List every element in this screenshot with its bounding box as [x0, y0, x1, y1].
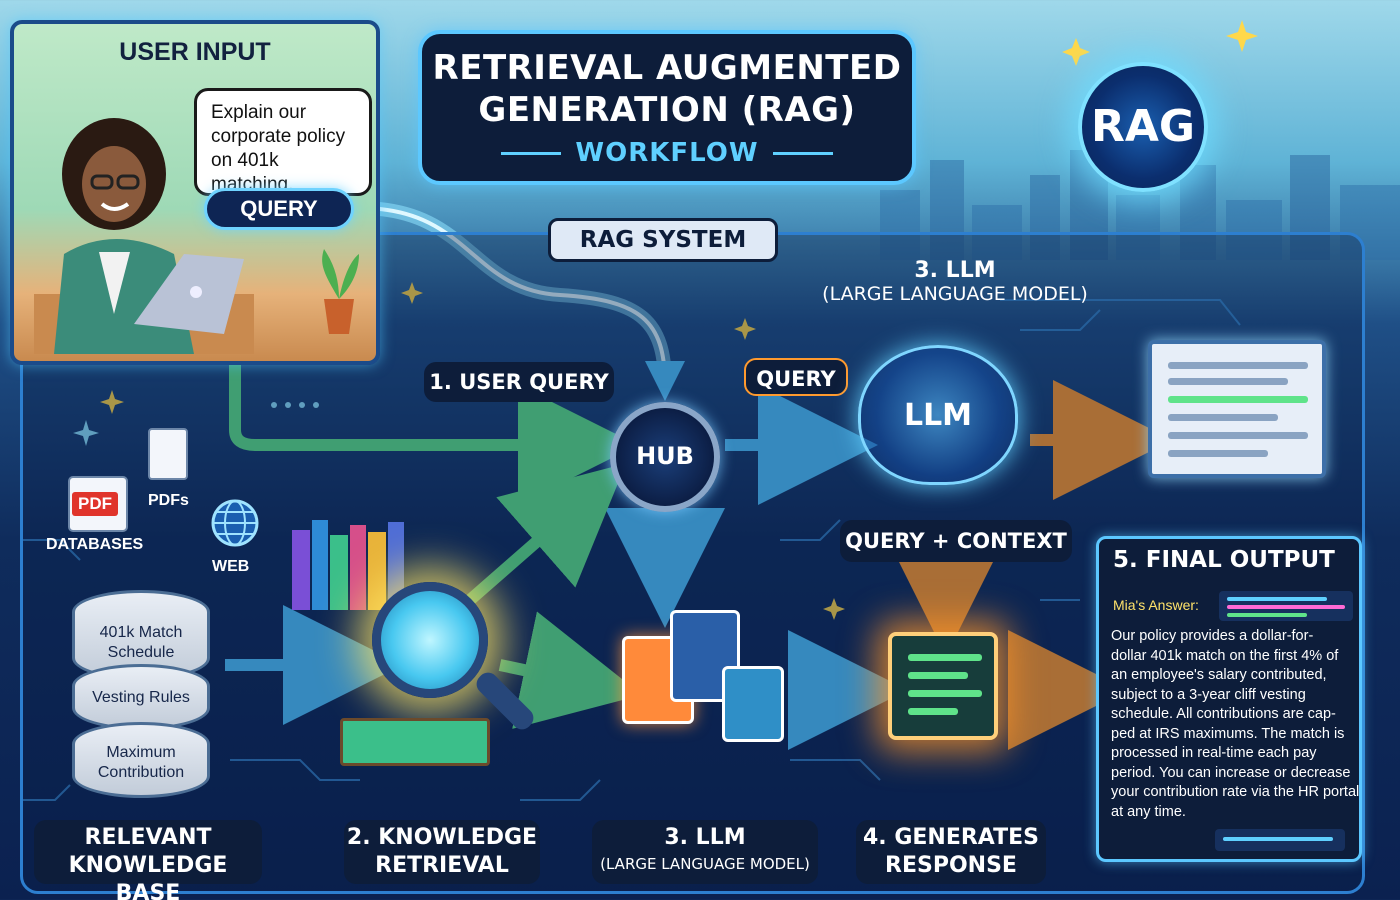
open-book-icon	[340, 718, 490, 766]
query-context-label: QUERY + CONTEXT	[840, 520, 1072, 562]
city-skyline	[880, 150, 1400, 260]
answer-line: processed in real-time each pay	[1111, 745, 1317, 761]
magnifier-icon	[372, 582, 488, 698]
bubble-line: corporate policy	[211, 126, 346, 147]
speech-bubble: Explain our corporate policy on 401k mat…	[194, 88, 372, 196]
answer-footer-strip	[1215, 829, 1345, 851]
user-input-title: USER INPUT	[119, 38, 271, 66]
step-knowledge-retrieval: 2. KNOWLEDGE RETRIEVAL	[344, 820, 540, 884]
answer-line: Our policy provides a dollar-for-	[1111, 628, 1314, 644]
db-layer-vesting-rules: Vesting Rules	[72, 664, 210, 730]
title-line-2: GENERATION (RAG)	[478, 90, 856, 130]
pdf-badge: PDF	[72, 492, 118, 516]
title-box: RETRIEVAL AUGMENTED GENERATION (RAG) WOR…	[418, 30, 916, 185]
output-document-icon	[1148, 340, 1326, 478]
query-pill: QUERY	[204, 188, 354, 230]
step1-label: 1. USER QUERY	[424, 362, 614, 402]
pdf-file-icon: PDF	[68, 476, 128, 532]
query-pill-label: QUERY	[240, 196, 318, 221]
step-line-2: (LARGE LANGUAGE MODEL)	[600, 855, 810, 873]
step-line-1: 3. LLM	[664, 825, 746, 850]
user-illustration	[34, 118, 254, 354]
step-line-1: 2. KNOWLEDGE	[346, 825, 538, 850]
llm-top-label: 3. LLM (LARGE LANGUAGE MODEL)	[790, 258, 1120, 305]
final-output-panel: 5. FINAL OUTPUT Mia's Answer: Our policy…	[1096, 536, 1362, 862]
step-generates-response: 4. GENERATES RESPONSE	[856, 820, 1046, 884]
rag-badge: RAG	[1078, 62, 1208, 192]
step-line-1: RELEVANT	[84, 825, 212, 850]
step-line-2: RESPONSE	[885, 853, 1017, 878]
answer-line: subject to a 3-year cliff vesting	[1111, 686, 1306, 703]
answer-line: schedule. All contributions are cap-	[1111, 706, 1336, 722]
plant-icon	[322, 249, 359, 334]
databases-label: DATABASES	[46, 536, 144, 553]
answer-line: an employee's salary contributed,	[1111, 667, 1327, 683]
bubble-line: Explain our	[211, 102, 307, 123]
answer-line: ped at IRS maximums. The match is	[1111, 725, 1345, 742]
answer-label: Mia's Answer:	[1113, 597, 1199, 613]
pdfs-label: PDFs	[148, 492, 189, 509]
title-line-1: RETRIEVAL AUGMENTED	[432, 48, 902, 88]
answer-text: Our policy provides a dollar-for- dollar…	[1111, 627, 1360, 822]
web-label: WEB	[212, 558, 250, 575]
answer-code-strip	[1219, 591, 1353, 621]
hub-node: HUB	[610, 402, 720, 512]
answer-line: at any time.	[1111, 803, 1186, 820]
doc-card-cyan	[722, 666, 784, 742]
step-line-2: KNOWLEDGE BASE	[68, 853, 228, 900]
llm-top-line-1: 3. LLM	[914, 258, 996, 283]
globe-icon	[211, 499, 259, 547]
llm-top-line-2: (LARGE LANGUAGE MODEL)	[822, 283, 1088, 305]
books-icon	[292, 520, 404, 610]
step-line-1: 4. GENERATES	[863, 825, 1039, 850]
pdfs-doc-icon	[148, 428, 188, 480]
response-card	[888, 632, 998, 740]
step-llm: 3. LLM (LARGE LANGUAGE MODEL)	[592, 820, 818, 884]
answer-line: period. You can increase or decrease	[1111, 764, 1351, 781]
db-layer-maximum-contribution: Maximum Contribution	[72, 722, 210, 798]
final-output-title: 5. FINAL OUTPUT	[1113, 547, 1335, 573]
step-line-2: RETRIEVAL	[375, 853, 509, 878]
answer-line: dollar 401k match on the first 4% of	[1111, 647, 1339, 664]
rag-system-label: RAG SYSTEM	[548, 218, 778, 262]
llm-brain-icon: LLM	[858, 345, 1018, 485]
answer-line: your contribution rate via the HR portal	[1111, 784, 1360, 800]
step-knowledge-base: RELEVANT KNOWLEDGE BASE	[34, 820, 262, 900]
title-subtitle: WORKFLOW	[422, 138, 912, 168]
query-label: QUERY	[744, 358, 848, 396]
